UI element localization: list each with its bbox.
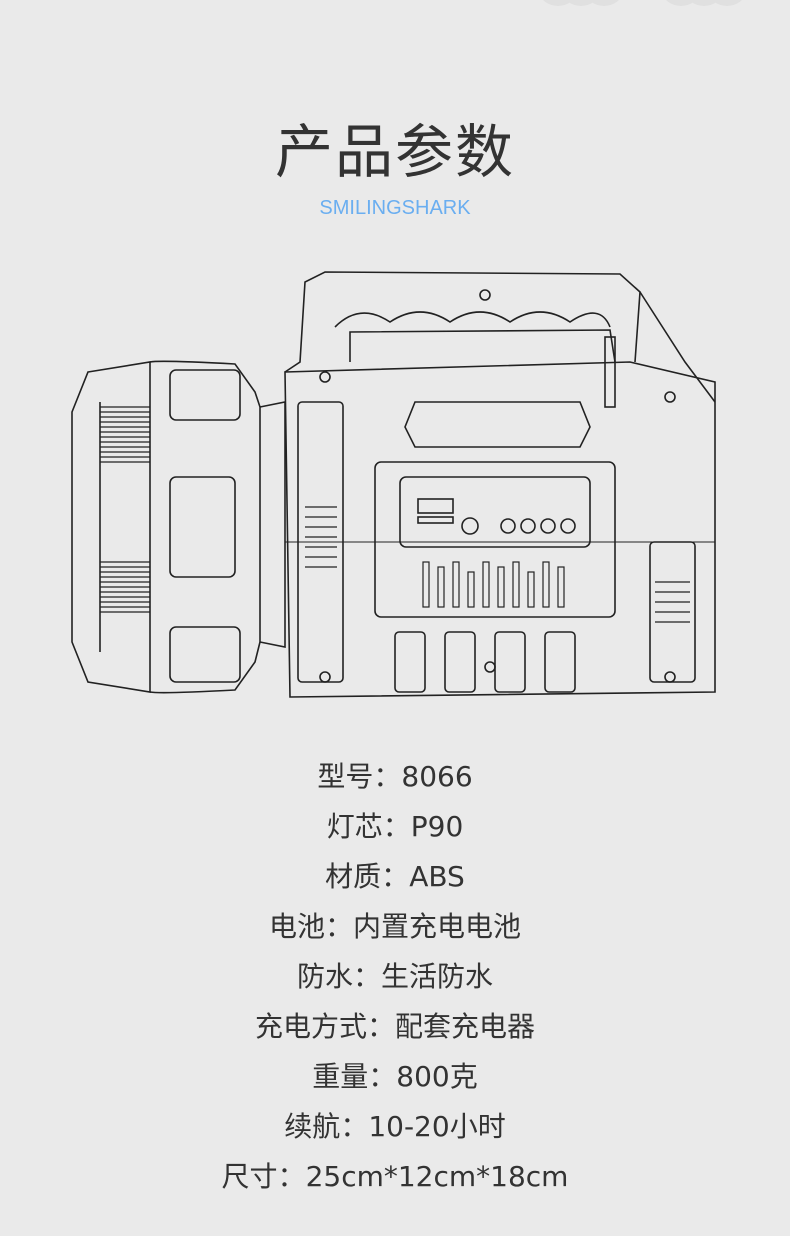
spec-charging: 充电方式：配套充电器 xyxy=(254,1010,536,1043)
spec-label: 电池 xyxy=(268,910,325,943)
spec-size: 尺寸：25cm*12cm*18cm xyxy=(221,1160,569,1193)
spec-label: 尺寸 xyxy=(221,1160,278,1193)
spec-value: 配套充电器 xyxy=(395,1010,536,1043)
spec-value: 生活防水 xyxy=(381,960,494,993)
spec-model: 型号：8066 xyxy=(317,760,473,793)
spec-value: 800克 xyxy=(396,1060,478,1093)
spec-value: 10-20小时 xyxy=(368,1110,506,1143)
spec-weight: 重量：800克 xyxy=(312,1060,478,1093)
spec-material: 材质：ABS xyxy=(325,860,465,893)
spec-label: 灯芯 xyxy=(326,810,383,843)
spec-value: 8066 xyxy=(401,760,473,793)
spec-label: 防水 xyxy=(296,960,353,993)
spec-label: 型号 xyxy=(317,760,374,793)
spec-label: 充电方式 xyxy=(254,1010,367,1043)
decor-circle xyxy=(540,0,576,6)
decor-circle xyxy=(586,0,622,6)
decor-circle xyxy=(686,0,722,6)
spec-battery: 电池：内置充电电池 xyxy=(268,910,522,943)
brand-name: SMILINGSHARK xyxy=(319,197,471,219)
flashlight-line-drawing-icon xyxy=(71,271,716,698)
spec-value: ABS xyxy=(409,860,465,893)
spec-runtime: 续航：10-20小时 xyxy=(284,1110,506,1143)
spec-label: 材质 xyxy=(325,860,382,893)
spec-value: P90 xyxy=(410,810,464,843)
decor-circle xyxy=(663,0,699,6)
spec-label: 重量 xyxy=(312,1060,369,1093)
spec-lamp-core: 灯芯：P90 xyxy=(326,810,464,843)
spec-waterproof: 防水：生活防水 xyxy=(296,960,494,993)
spec-label: 续航 xyxy=(284,1110,341,1143)
decor-circle xyxy=(563,0,599,6)
spec-list: 型号：8066 灯芯：P90 材质：ABS 电池：内置充电电池 防水：生活防水 … xyxy=(0,752,790,1202)
decor-circle xyxy=(709,0,745,6)
spec-value: 25cm*12cm*18cm xyxy=(305,1160,569,1193)
spec-value: 内置充电电池 xyxy=(353,910,522,943)
page-title: 产品参数 xyxy=(274,118,515,186)
